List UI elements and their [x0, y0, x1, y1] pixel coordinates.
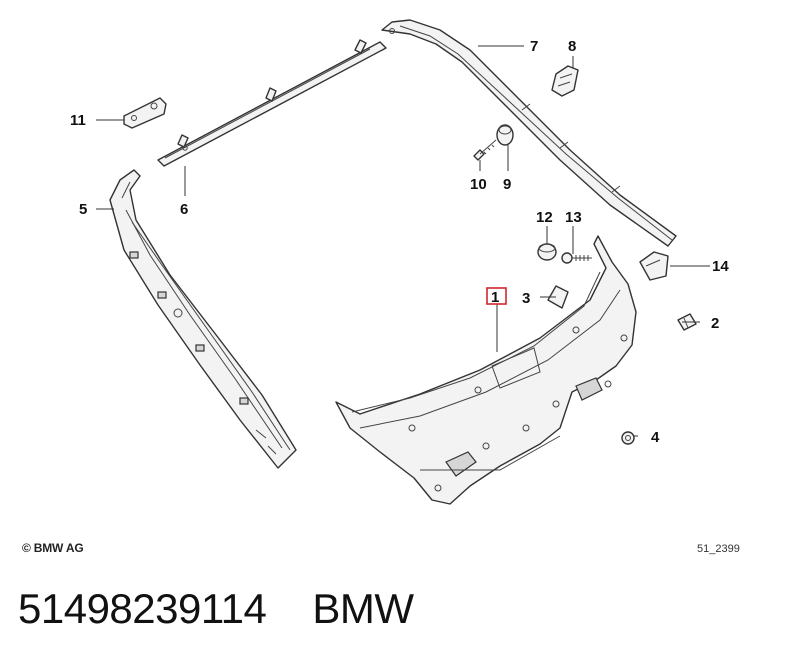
- callout-6: 6: [180, 201, 188, 218]
- callout-7: 7: [530, 38, 538, 55]
- callout-1: 1: [491, 289, 499, 306]
- part-10-screw: [473, 139, 497, 161]
- callout-11: 11: [70, 112, 86, 129]
- callout-10: 10: [470, 176, 487, 193]
- callout-2: 2: [711, 315, 719, 332]
- part-13-screw: [561, 252, 592, 264]
- callout-3: 3: [522, 290, 530, 307]
- footer-caption: 51498239114 BMW: [18, 585, 414, 633]
- callout-14: 14: [712, 258, 729, 275]
- brand-name: BMW: [312, 585, 414, 632]
- part-6-upper-trim: [157, 39, 387, 167]
- part-number: 51498239114: [18, 585, 267, 632]
- leader-lines: [96, 45, 710, 437]
- part-5-left-trim: [109, 169, 297, 469]
- callout-9: 9: [503, 176, 511, 193]
- part-7-side-trim: [381, 19, 677, 247]
- callout-4: 4: [651, 429, 660, 446]
- part-12-cap: [537, 243, 557, 261]
- callout-12: 12: [536, 209, 553, 226]
- drawing-number: 51_2399: [697, 543, 740, 555]
- part-11-bracket: [123, 97, 167, 129]
- callout-8: 8: [568, 38, 576, 55]
- part-14-clip: [639, 251, 669, 281]
- part-4-nut: [621, 431, 635, 445]
- callout-13: 13: [565, 209, 582, 226]
- part-9-grommet: [496, 124, 514, 146]
- part-8-clip: [551, 65, 579, 97]
- callout-5: 5: [79, 201, 87, 218]
- callout-1-highlight: [486, 287, 507, 305]
- part-3-clip: [547, 285, 569, 309]
- copyright-label: © BMW AG: [22, 541, 84, 555]
- part-1-tailgate-trim-panel: [335, 235, 637, 505]
- callout-labels: 1 2 3 4 5 6 7 8 9 10 11 12 13 14: [70, 38, 729, 446]
- parts-diagram: 1 2 3 4 5 6 7 8 9 10 11 12 13 14: [70, 19, 729, 505]
